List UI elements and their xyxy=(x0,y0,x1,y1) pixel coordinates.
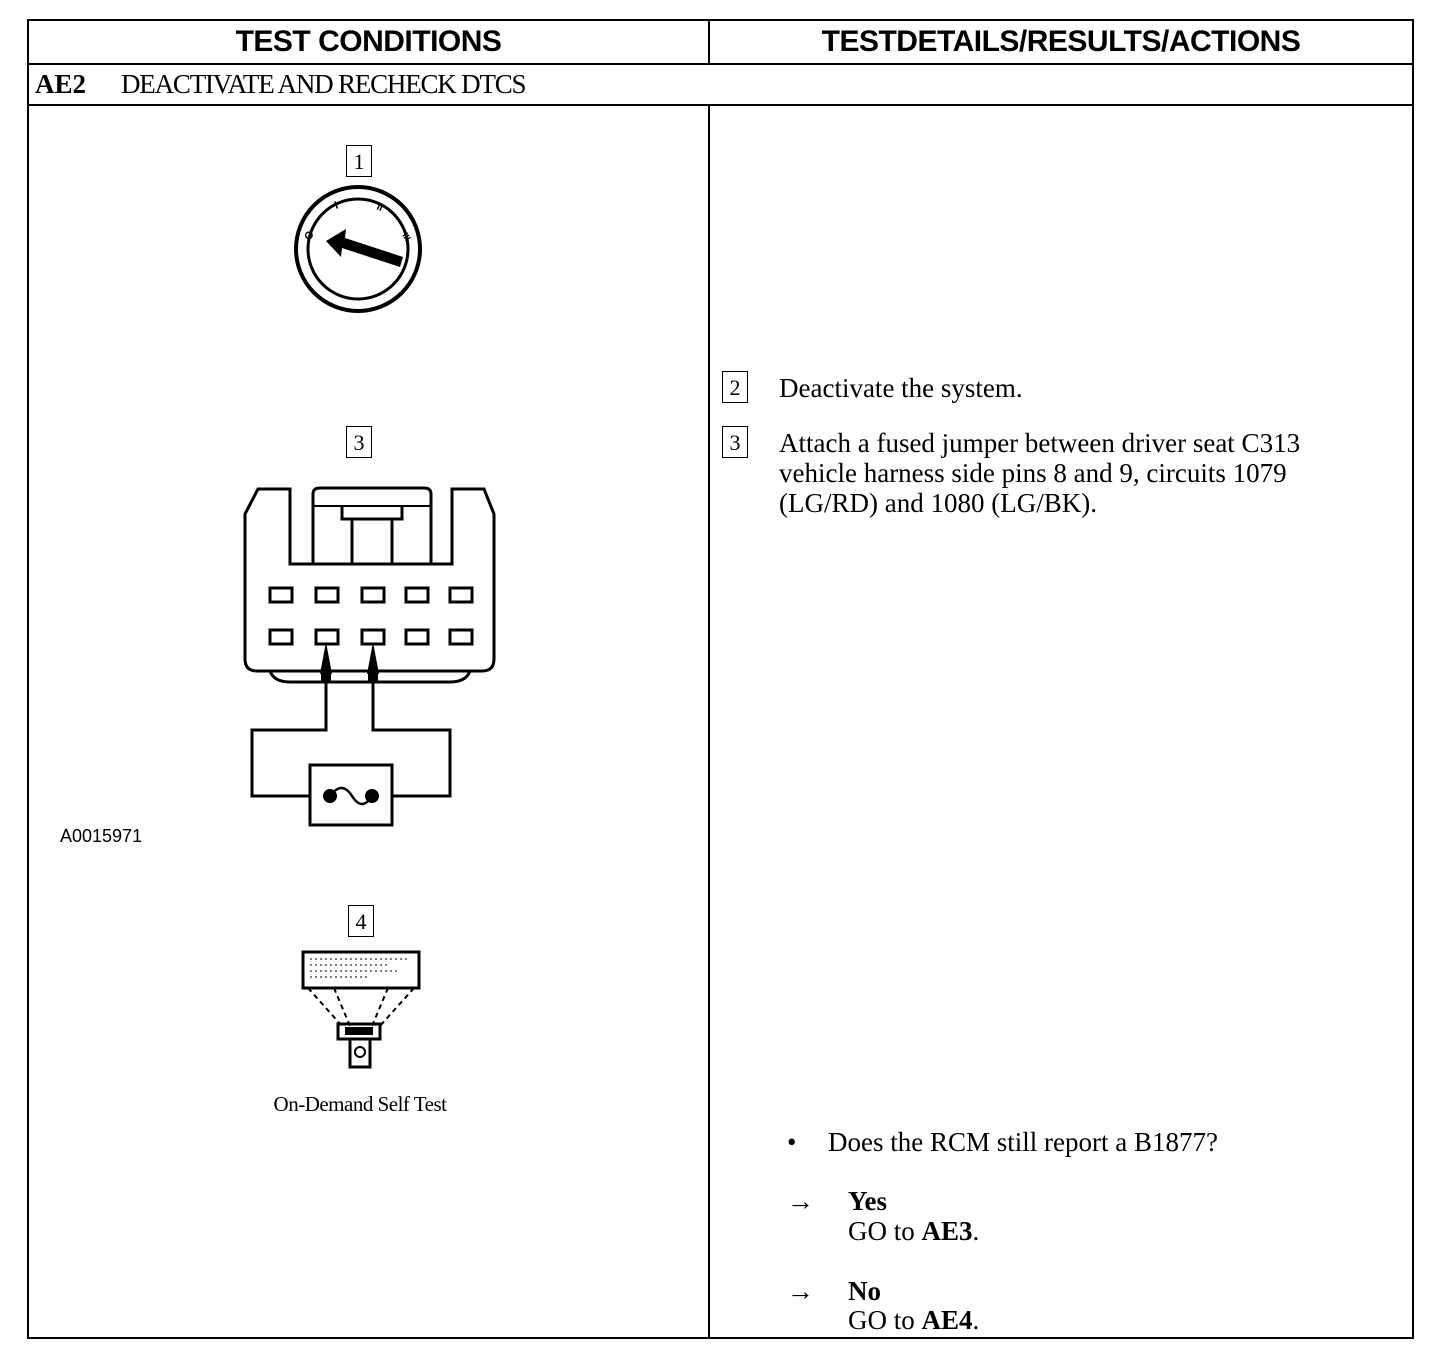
detail-step-2-text: Deactivate the system. xyxy=(779,373,1023,403)
yes-action-prefix: GO to xyxy=(848,1216,922,1246)
yes-action-target[interactable]: AE3 xyxy=(921,1216,973,1246)
no-action-prefix: GO to xyxy=(848,1305,922,1335)
no-arrow: → xyxy=(787,1276,814,1306)
ignition-pos-1: I xyxy=(333,199,340,211)
body-column-divider xyxy=(708,104,710,1339)
ignition-pos-2: II xyxy=(375,202,385,214)
yes-action-suffix: . xyxy=(972,1216,980,1246)
yes-answer: Yes xyxy=(848,1186,887,1216)
figure-id: A0015971 xyxy=(60,826,143,846)
ignition-pos-0: O xyxy=(302,229,317,243)
no-answer: No xyxy=(848,1276,881,1306)
header-column-divider xyxy=(708,19,710,65)
detail-step-2-box: 2 xyxy=(722,371,748,403)
detail-step-3-text: Attach a fused jumper between driver sea… xyxy=(779,428,1399,518)
detail-step-3-box: 3 xyxy=(722,426,748,458)
table-border-left xyxy=(27,19,29,1339)
title-divider xyxy=(27,104,1414,106)
yes-arrow: → xyxy=(787,1186,814,1216)
question-text: Does the RCM still report a B1877? xyxy=(828,1127,1218,1157)
detail-step-3-line-2: vehicle harness side pins 8 and 9, circu… xyxy=(779,458,1287,488)
table-border-bottom xyxy=(27,1337,1414,1339)
ignition-pos-3: III xyxy=(400,231,412,243)
figure-caption: On-Demand Self Test xyxy=(273,1092,447,1116)
step-title: DEACTIVATE AND RECHECK DTCS xyxy=(121,69,527,99)
detail-step-3-line-3: (LG/RD) and 1080 (LG/BK). xyxy=(779,488,1097,518)
figure-step-label-1: 1 xyxy=(346,145,372,177)
header-divider xyxy=(27,63,1414,65)
question-bullet: • xyxy=(787,1127,797,1157)
no-action-target[interactable]: AE4 xyxy=(921,1305,973,1335)
no-action-suffix: . xyxy=(972,1305,980,1335)
table-border-top xyxy=(27,19,1414,21)
connector-jumper-icon xyxy=(243,486,496,827)
detail-step-3-line-1: Attach a fused jumper between driver sea… xyxy=(779,428,1301,458)
ignition-key-icon: O I II III xyxy=(294,185,422,313)
yes-action: GO to AE3. xyxy=(848,1216,979,1246)
figure-step-label-3: 3 xyxy=(346,426,372,458)
header-test-conditions: TEST CONDITIONS xyxy=(235,25,502,58)
table-border-right xyxy=(1412,19,1414,1339)
no-action: GO to AE4. xyxy=(848,1305,979,1335)
scan-tool-icon xyxy=(301,950,421,1069)
figure-step-label-4: 4 xyxy=(348,905,374,937)
header-test-details: TESTDETAILS/RESULTS/ACTIONS xyxy=(821,25,1301,58)
step-id: AE2 xyxy=(35,69,87,99)
